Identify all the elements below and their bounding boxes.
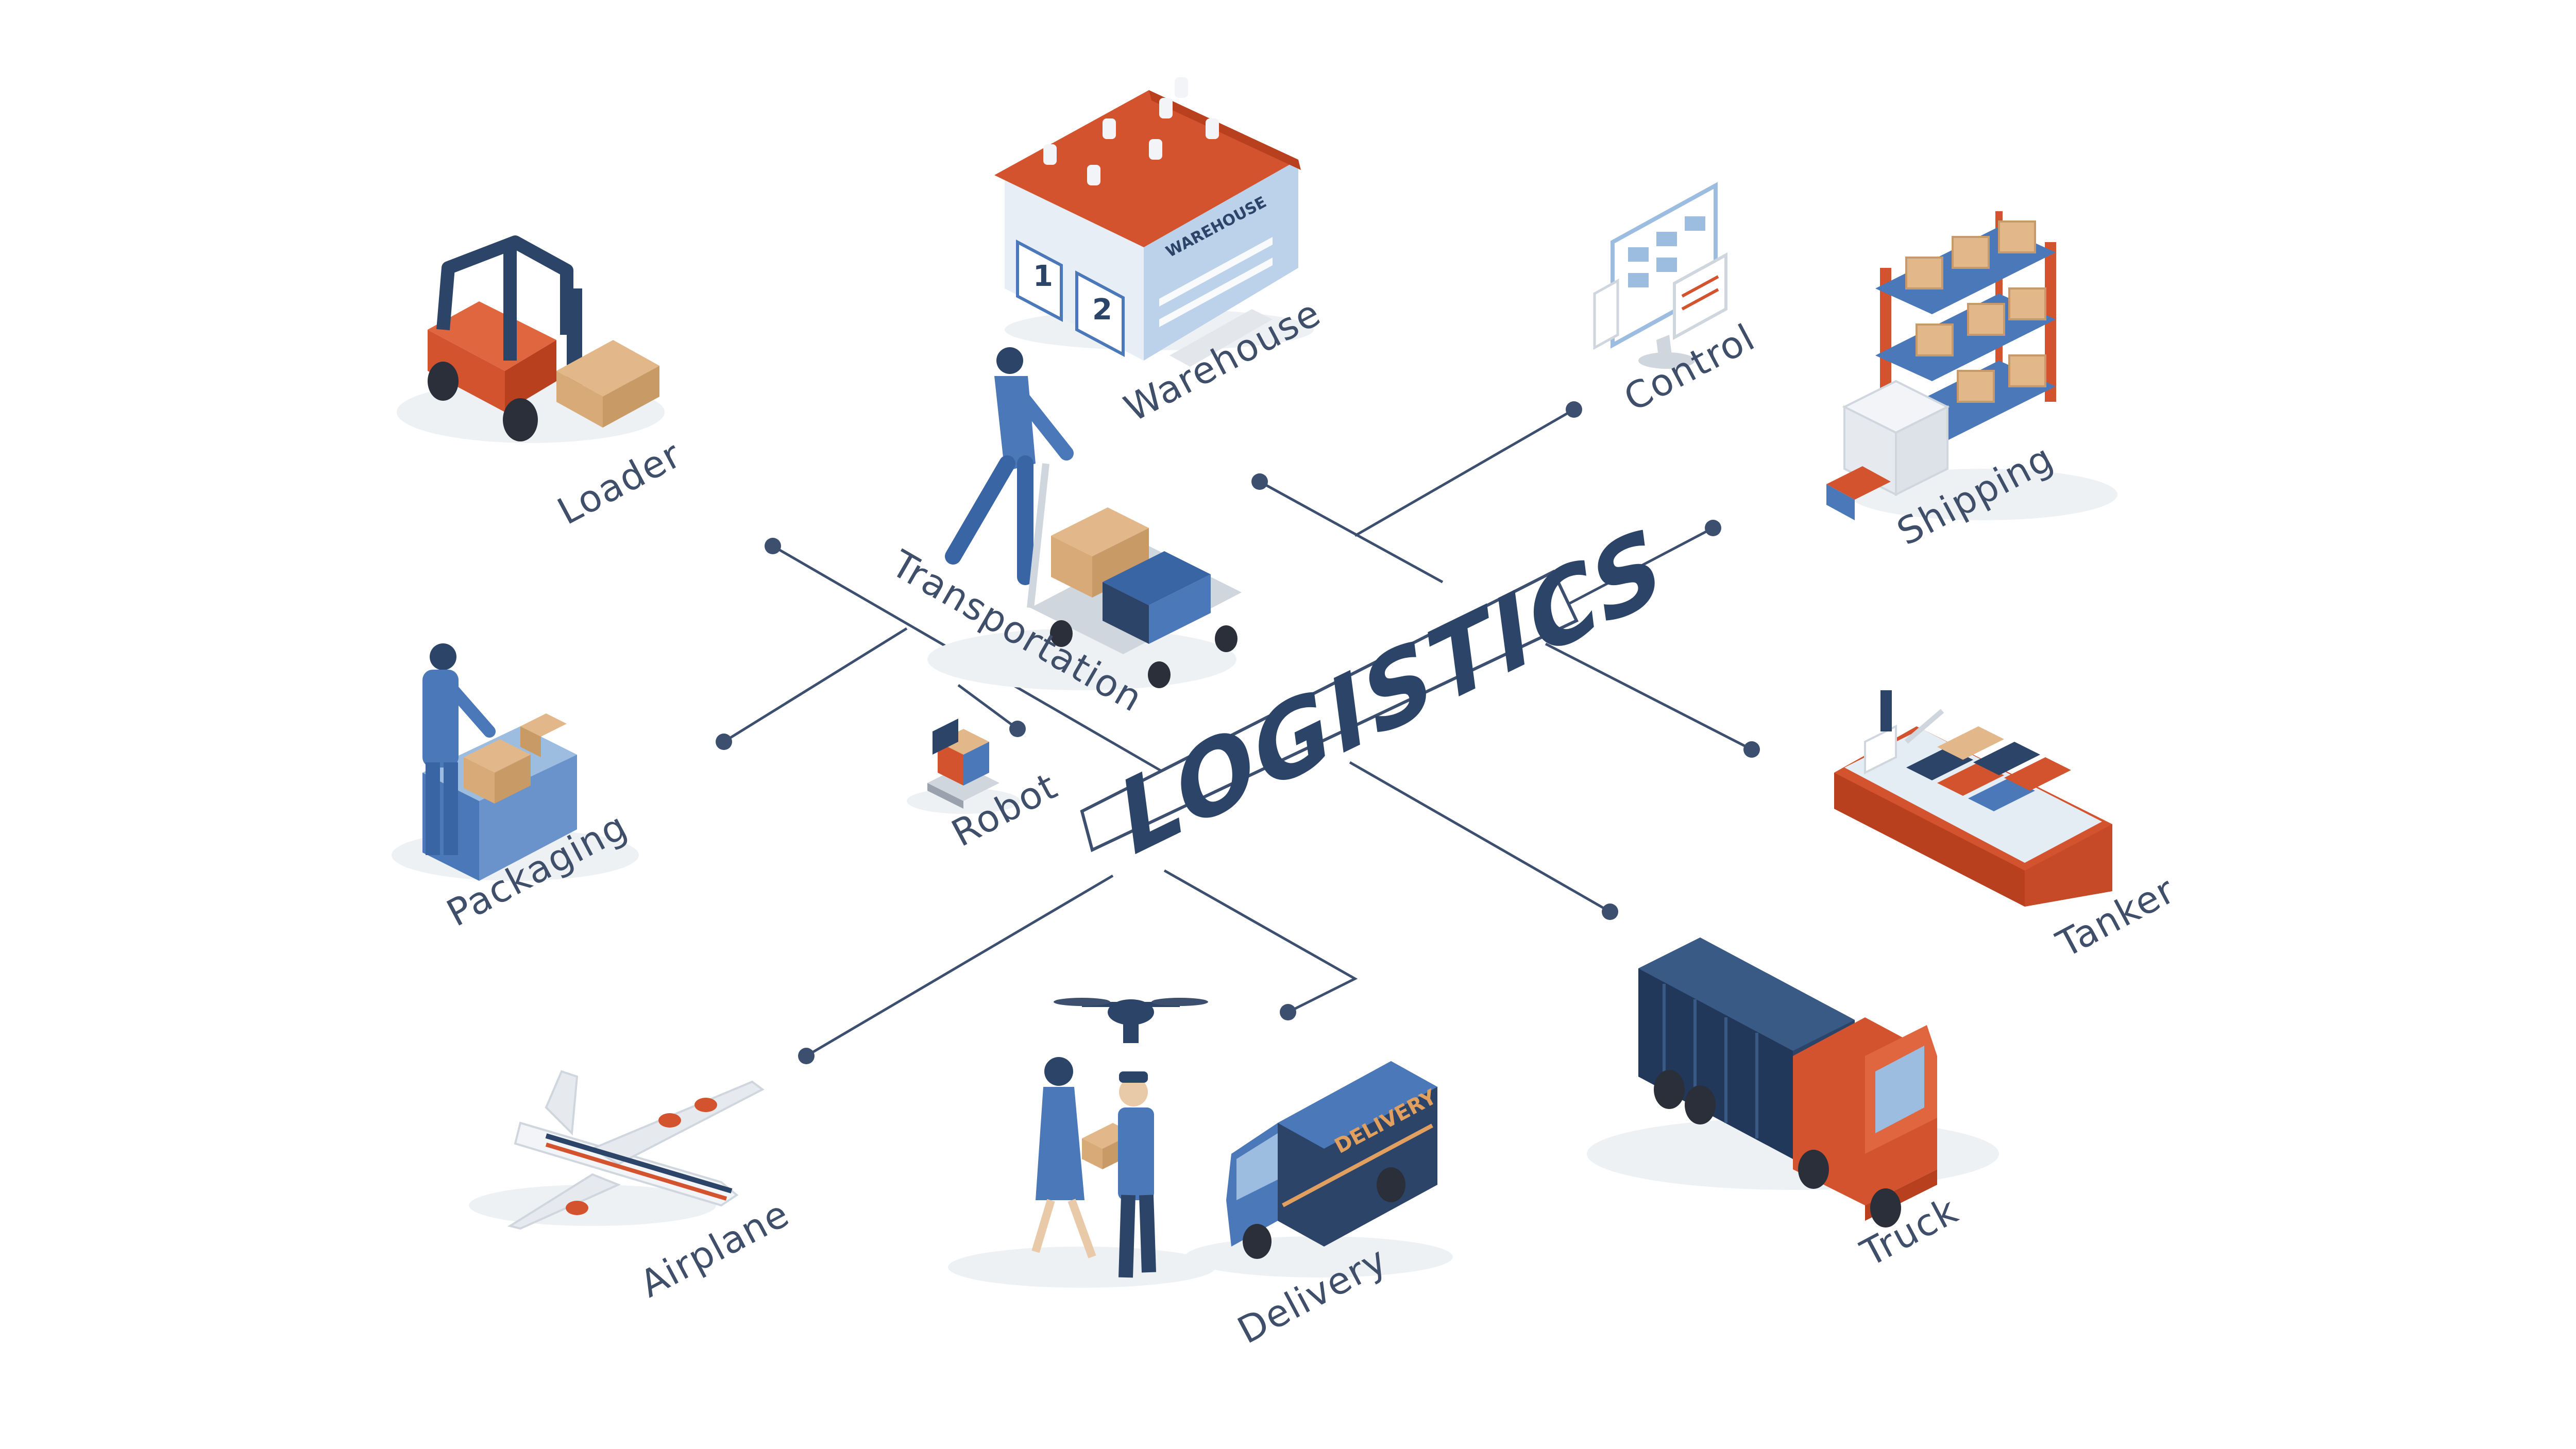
loader-illustration <box>397 235 665 443</box>
connector-dot-tanker <box>1743 741 1760 758</box>
connector-control <box>1354 408 1575 537</box>
shipping-illustration <box>1826 211 2117 520</box>
connector-robot <box>957 684 1019 730</box>
warehouse-illustration: 1 2 WAREHOUSE <box>994 77 1314 367</box>
connector-dot-truck <box>1602 904 1618 920</box>
airplane-illustration <box>469 1070 765 1230</box>
robot-illustration <box>907 719 1020 814</box>
center-title: LOGISTICS <box>1105 506 1679 878</box>
connector-dot-control <box>1566 401 1582 418</box>
connector-truck <box>1349 761 1611 913</box>
connector-airplane <box>805 874 1114 1058</box>
connector-dot-packaging <box>716 734 732 750</box>
connector-dot-delivery <box>1280 1004 1296 1020</box>
tanker-illustration <box>1834 690 2112 907</box>
packaging-illustration <box>392 643 639 881</box>
connector-packaging <box>723 627 908 743</box>
connector-tanker <box>1545 642 1753 751</box>
connector-dot-warehouse <box>1251 473 1268 490</box>
warehouse-door-2: 2 <box>1092 293 1112 327</box>
connector-warehouse <box>1259 480 1444 584</box>
connector-dot-transportation <box>765 538 781 554</box>
delivery-illustration: DELIVERY <box>948 998 1453 1288</box>
label-loader: Loader <box>551 432 689 533</box>
center-title-frame <box>1080 569 1579 853</box>
connector-delivery <box>1163 869 1358 1014</box>
transportation-illustration <box>927 347 1242 690</box>
connector-dot-robot <box>1009 721 1026 737</box>
connector-dot-airplane <box>798 1048 815 1064</box>
control-illustration <box>1593 182 1727 369</box>
connector-dot-shipping <box>1705 520 1721 536</box>
warehouse-door-1: 1 <box>1033 260 1053 293</box>
truck-illustration <box>1587 937 1999 1228</box>
connectors <box>716 401 1760 1064</box>
connector-shipping <box>1560 526 1714 609</box>
